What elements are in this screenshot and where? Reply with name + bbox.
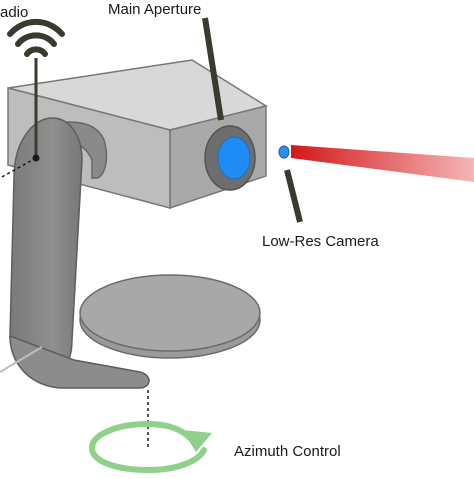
laser-beam bbox=[291, 145, 474, 182]
support-arm bbox=[9, 117, 150, 389]
main-aperture-label: Main Aperture bbox=[108, 1, 201, 18]
main-aperture-lens bbox=[204, 125, 256, 191]
main-aperture-leader bbox=[202, 17, 224, 121]
low-res-camera-lens bbox=[278, 145, 290, 159]
radio-label: adio bbox=[0, 4, 28, 21]
radio-dashed-leader bbox=[0, 157, 37, 179]
arm-leader-line bbox=[0, 346, 43, 373]
rotate-arrow-icon bbox=[88, 420, 212, 474]
base-plate bbox=[79, 274, 261, 359]
azimuth-control-label: Azimuth Control bbox=[234, 443, 341, 460]
wifi-icon bbox=[7, 18, 65, 57]
low-res-camera-label: Low-Res Camera bbox=[262, 233, 379, 250]
low-res-camera-leader bbox=[284, 169, 303, 223]
